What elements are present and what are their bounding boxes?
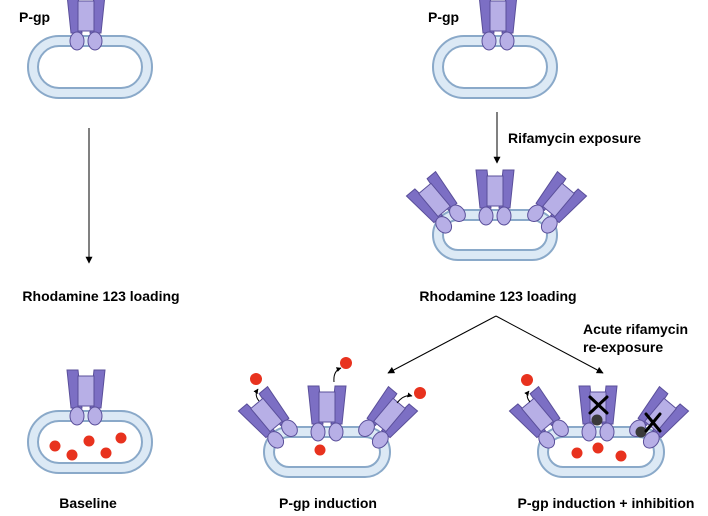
loading-label-right: Rhodamine 123 loading [419,288,577,304]
cell-baseline [27,369,153,474]
acute-reexposure-label-line2: re-exposure [583,339,664,355]
induction-label: P-gp induction [279,495,377,511]
cell-induction-inhibition [508,374,690,478]
block-x-icon [588,395,662,433]
arrow-to-inhibition [495,315,604,374]
efflux-arrows [253,367,413,404]
pgp-label-right: P-gp [428,9,460,25]
induction-inhibition-label: P-gp induction + inhibition [517,495,695,511]
loading-label-left: Rhodamine 123 loading [22,288,180,304]
cell-induced [405,169,588,261]
rhodamine-dots [250,357,426,456]
efflux-arrows [524,390,531,403]
acute-reexposure-label-line1: Acute rifamycin [583,321,689,337]
rifamycin-exposure-label: Rifamycin exposure [508,130,642,146]
inhibitor-icon [591,414,647,438]
baseline-label: Baseline [59,495,117,511]
pgp-label-left: P-gp [19,9,51,25]
rhodamine-dots [49,432,127,461]
cell-induction [237,357,426,478]
arrow-to-induction [387,315,497,374]
rhodamine-dots [521,374,627,462]
